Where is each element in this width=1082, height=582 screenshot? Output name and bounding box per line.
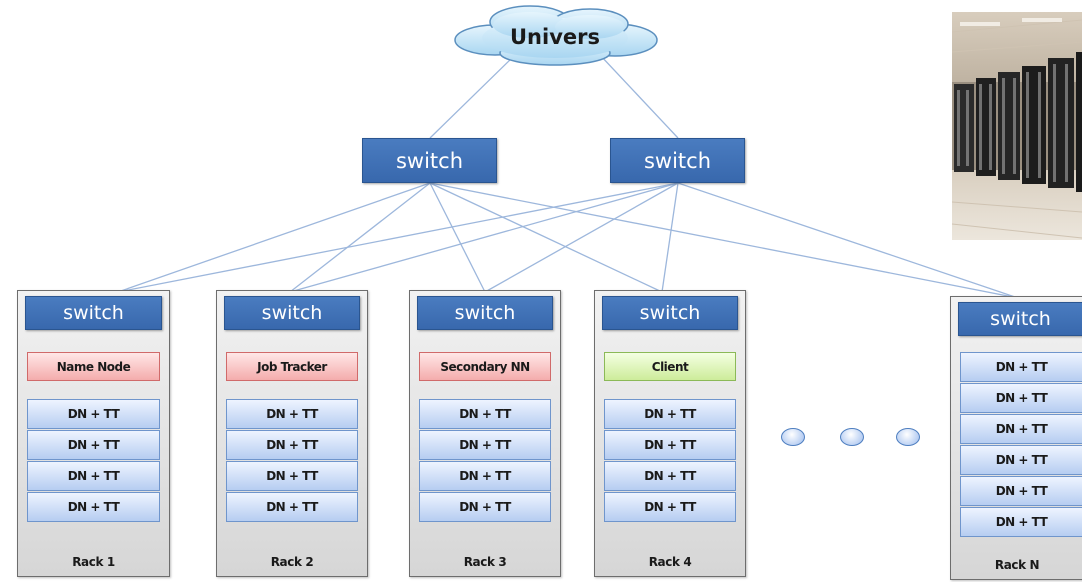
datacenter-photo: [952, 12, 1082, 240]
rack-4-label: Rack 4: [648, 555, 692, 569]
datanode: DN + TT: [419, 461, 551, 491]
rack-n: switch DN + TT DN + TT DN + TT DN + TT D…: [950, 296, 1082, 580]
datanode: DN + TT: [226, 399, 358, 429]
network-link: [661, 182, 679, 293]
rack-3-nodes: DN + TT DN + TT DN + TT DN + TT: [419, 399, 551, 523]
datanode: DN + TT: [226, 461, 358, 491]
core-switch-1: switch: [362, 138, 497, 183]
rack-2-role: Job Tracker: [226, 352, 358, 381]
cloud-fill: [482, 12, 628, 58]
datanode: DN + TT: [960, 476, 1082, 506]
network-links: [117, 54, 1019, 299]
network-link: [429, 182, 1019, 299]
ellipsis-dot: [840, 428, 864, 446]
rack-n-nodes: DN + TT DN + TT DN + TT DN + TT DN + TT …: [960, 352, 1082, 538]
datanode: DN + TT: [604, 430, 736, 460]
internet-cloud: Univers: [510, 25, 600, 49]
datanode: DN + TT: [27, 399, 160, 429]
rack-3: switch Secondary NN DN + TT DN + TT DN +…: [409, 290, 561, 577]
rack-2: switch Job Tracker DN + TT DN + TT DN + …: [216, 290, 368, 577]
rack-4: switch Client DN + TT DN + TT DN + TT DN…: [594, 290, 746, 577]
network-link: [599, 54, 679, 139]
rack-4-switch: switch: [602, 296, 738, 330]
network-link: [429, 54, 516, 139]
rack-2-switch: switch: [224, 296, 360, 330]
rack-1-role: Name Node: [27, 352, 160, 381]
datanode: DN + TT: [960, 507, 1082, 537]
network-link: [289, 182, 679, 293]
ellipsis-dot: [896, 428, 920, 446]
network-link: [677, 182, 1019, 299]
rack-1-switch: switch: [25, 296, 162, 330]
datanode: DN + TT: [27, 461, 160, 491]
datanode: DN + TT: [419, 399, 551, 429]
datanode: DN + TT: [27, 430, 160, 460]
rack-3-label: Rack 3: [463, 555, 507, 569]
rack-n-label: Rack N: [994, 558, 1040, 572]
datanode: DN + TT: [960, 445, 1082, 475]
datanode: DN + TT: [960, 414, 1082, 444]
rack-2-nodes: DN + TT DN + TT DN + TT DN + TT: [226, 399, 358, 523]
rack-3-role: Secondary NN: [419, 352, 551, 381]
ellipsis-dot: [781, 428, 805, 446]
datanode: DN + TT: [419, 492, 551, 522]
network-link: [429, 182, 663, 293]
datanode: DN + TT: [960, 383, 1082, 413]
network-link: [429, 182, 486, 293]
datanode: DN + TT: [226, 492, 358, 522]
datanode: DN + TT: [960, 352, 1082, 382]
rack-4-role: Client: [604, 352, 736, 381]
datanode: DN + TT: [27, 492, 160, 522]
rack-1-nodes: DN + TT DN + TT DN + TT DN + TT: [27, 399, 160, 523]
network-link: [484, 182, 679, 293]
core-switch-2: switch: [610, 138, 745, 183]
rack-n-switch: switch: [958, 302, 1082, 336]
rack-1-label: Rack 1: [72, 555, 115, 569]
rack-3-switch: switch: [417, 296, 553, 330]
datanode: DN + TT: [226, 430, 358, 460]
rack-2-label: Rack 2: [270, 555, 314, 569]
network-link: [117, 182, 431, 293]
rack-4-nodes: DN + TT DN + TT DN + TT DN + TT: [604, 399, 736, 523]
datanode: DN + TT: [604, 399, 736, 429]
datanode: DN + TT: [604, 461, 736, 491]
datanode: DN + TT: [419, 430, 551, 460]
rack-1: switch Name Node DN + TT DN + TT DN + TT…: [17, 290, 170, 577]
network-link: [117, 182, 679, 293]
network-link: [289, 182, 431, 293]
datanode: DN + TT: [604, 492, 736, 522]
